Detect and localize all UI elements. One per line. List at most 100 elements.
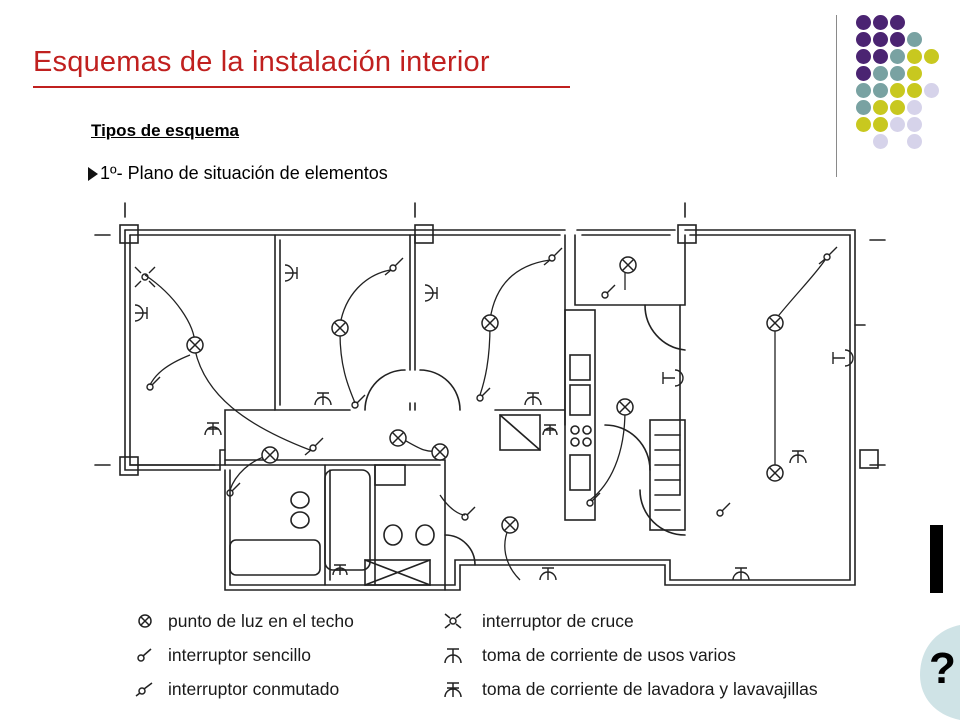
stove-burner (582, 437, 592, 447)
outer-wall-inner (129, 234, 851, 586)
cross-switch-icon (134, 266, 156, 288)
decor-dot (856, 66, 871, 81)
ceiling-light-icon (431, 443, 449, 461)
decor-dot (890, 32, 905, 47)
fridge (569, 454, 591, 491)
storage-unit (649, 419, 686, 531)
decor-dot (907, 49, 922, 64)
simple-switch-icon (137, 648, 152, 662)
section-subtitle: Tipos de esquema (91, 121, 240, 140)
decor-dot (873, 49, 888, 64)
simple-switch-icon (476, 387, 491, 402)
sink (569, 354, 591, 381)
column (414, 224, 434, 244)
outer-wall (124, 229, 856, 591)
room-wall (494, 234, 566, 426)
general-socket-icon (539, 567, 557, 581)
simple-switch-icon (226, 482, 241, 497)
column (859, 449, 879, 469)
circuit-wire (439, 494, 466, 516)
door-arc (419, 369, 461, 411)
decor-dot (907, 66, 922, 81)
general-socket-icon (832, 349, 854, 367)
column (119, 456, 139, 476)
commuted-switch-icon (818, 246, 838, 265)
storage-lines (654, 434, 681, 511)
decor-dot (873, 134, 888, 149)
bullet-arrow-icon (88, 167, 98, 181)
toilet (383, 524, 403, 546)
door-arc (639, 489, 686, 536)
bathtub-left (229, 539, 321, 576)
stove-burner (582, 425, 592, 435)
general-socket-icon (134, 304, 148, 322)
door-arc (364, 369, 406, 411)
legend-label: interruptor conmutado (168, 679, 340, 699)
column (677, 224, 697, 244)
decor-dot (907, 83, 922, 98)
stove-burner (570, 425, 580, 435)
circuit-wire (479, 324, 491, 396)
ceiling-light-icon (619, 256, 637, 274)
ceiling-light-icon (186, 336, 204, 354)
simple-switch-icon (601, 284, 616, 299)
decor-dot (873, 100, 888, 115)
ceiling-light-icon (766, 314, 784, 332)
door-arc (644, 304, 686, 351)
circuit-wire (339, 332, 356, 404)
ceiling-light-icon (261, 446, 279, 464)
decor-dot (856, 15, 871, 30)
floor-plan (94, 202, 886, 591)
decor-dot (873, 15, 888, 30)
appliance-socket-icon (332, 564, 348, 576)
decor-dot (890, 100, 905, 115)
toilet (290, 491, 310, 509)
simple-switch-icon (461, 506, 476, 521)
bidet (290, 511, 310, 529)
decor-dot (907, 32, 922, 47)
commuted-switch-icon (543, 247, 563, 266)
laundry-box (499, 414, 541, 451)
commuted-switch-icon (384, 257, 404, 276)
door-arc (444, 534, 476, 566)
general-socket-icon (424, 284, 438, 302)
decor-glyph: ? (929, 644, 956, 693)
decor-dot (890, 66, 905, 81)
commuted-switch-icon (135, 682, 153, 697)
decor-dot (856, 100, 871, 115)
outer-wall-left (124, 229, 226, 471)
door-arc (604, 424, 651, 471)
decor-dot (907, 134, 922, 149)
circuit-wire (149, 354, 191, 386)
stove-burner (570, 437, 580, 447)
general-socket-icon (284, 264, 298, 282)
decor-dot (890, 117, 905, 132)
appliance-socket-icon (542, 424, 558, 436)
shower-tray (364, 559, 431, 586)
cross-switch-icon (444, 613, 462, 629)
decor-dot (856, 49, 871, 64)
decor-dot (873, 66, 888, 81)
decor-dot (890, 83, 905, 98)
general-socket-icon (444, 648, 462, 664)
simple-switch-icon (586, 492, 601, 507)
laundry-box-diagonal (499, 414, 541, 451)
circuit-wire (774, 259, 826, 321)
decor-semicircle (920, 625, 960, 720)
circuit-wire (144, 274, 196, 346)
circuit-wire (194, 349, 311, 451)
shower-tray-cross (364, 559, 431, 586)
appliance-socket-icon (444, 682, 462, 698)
bidet (415, 524, 435, 546)
decor-dot (873, 32, 888, 47)
ceiling-light-icon (501, 516, 519, 534)
dimension-ticks (94, 202, 886, 466)
ceiling-light-icon (481, 314, 499, 332)
decor-dot (924, 49, 939, 64)
decor-dot (856, 117, 871, 132)
slide-title: Esquemas de la instalación interior (33, 46, 490, 78)
legend-label: interruptor de cruce (482, 611, 634, 631)
bullet-text: 1º- Plano de situación de elementos (100, 163, 388, 183)
dishwasher (569, 384, 591, 416)
decor-dot (856, 32, 871, 47)
